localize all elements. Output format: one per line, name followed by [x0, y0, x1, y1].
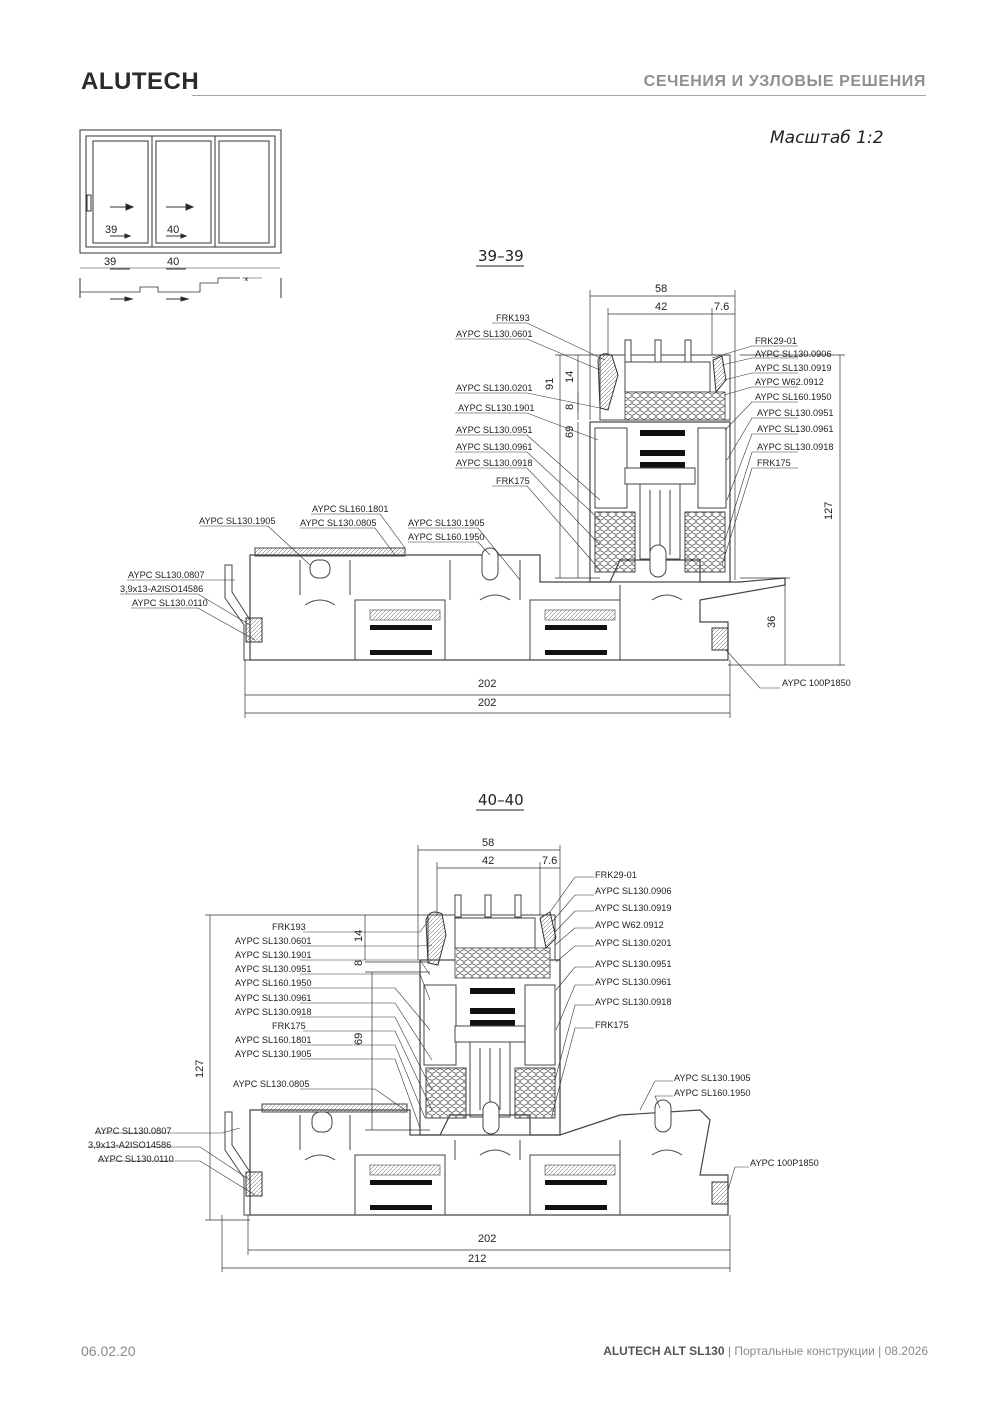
- dim-39-127: 127: [823, 502, 835, 520]
- s39-label-0919: AYPC SL130.0919: [755, 363, 831, 373]
- footer-info: ALUTECH ALT SL130 | Портальные конструкц…: [603, 1344, 928, 1358]
- s39-label-0805: AYPC SL130.0805: [300, 518, 376, 528]
- s39-label-frk175-r: FRK175: [757, 458, 791, 468]
- s39-label-0918-r: AYPC SL130.0918: [757, 442, 833, 452]
- dim-39-202-a: 202: [478, 678, 496, 690]
- s39-label-0961-r: AYPC SL130.0961: [757, 424, 833, 434]
- s40-label-0961-r: AYPC SL130.0961: [595, 977, 671, 987]
- s40-label-frk193: FRK193: [272, 922, 306, 932]
- dim-39-91: 91: [544, 378, 556, 390]
- s40-label-0201: AYPC SL130.0201: [595, 938, 671, 948]
- s40-label-1905: AYPC SL130.1905: [235, 1049, 311, 1059]
- section-40-leaders: [88, 876, 749, 1196]
- s40-label-frk175: FRK175: [272, 1021, 306, 1031]
- section-39-profiles: [224, 339, 786, 661]
- s39-label-0951-r: AYPC SL130.0951: [757, 408, 833, 418]
- s40-label-1901: AYPC SL130.1901: [235, 950, 311, 960]
- overview-mark-39b: 39: [104, 256, 116, 268]
- s40-label-100p1850: AYPC 100P1850: [750, 1158, 819, 1168]
- s40-label-0918-r: AYPC SL130.0918: [595, 997, 671, 1007]
- overview-mark-40b: 40: [167, 256, 179, 268]
- s40-label-frk175-r: FRK175: [595, 1020, 629, 1030]
- dim-39-202-b: 202: [478, 697, 496, 709]
- s39-label-1950: AYPC SL160.1950: [755, 392, 831, 402]
- s40-label-0807: AYPC SL130.0807: [95, 1126, 171, 1136]
- s39-label-0906: AYPC SL130.0906: [755, 349, 831, 359]
- section-39-dimensions: [244, 290, 845, 718]
- s40-label-w62: AYPC W62.0912: [595, 920, 664, 930]
- s40-label-1950-r: AYPC SL160.1950: [674, 1088, 750, 1098]
- dim-40-58: 58: [482, 837, 494, 849]
- s39-label-0918: AYPC SL130.0918: [456, 458, 532, 468]
- section-39-leaders: [120, 322, 798, 689]
- s39-label-0951: AYPC SL130.0951: [456, 425, 532, 435]
- s40-label-1950: AYPC SL160.1950: [235, 978, 311, 988]
- dim-40-8: 8: [353, 960, 365, 966]
- dim-40-14: 14: [353, 930, 365, 942]
- s39-label-100p1850: AYPC 100P1850: [782, 678, 851, 688]
- brand-logo: ALUTECH: [81, 68, 200, 95]
- scale-label: Масштаб 1:2: [770, 128, 884, 148]
- section-40-dimensions: [205, 845, 731, 1272]
- s40-label-0805: AYPC SL130.0805: [233, 1079, 309, 1089]
- section-40-title: 40–40: [478, 791, 524, 809]
- s39-label-0601: AYPC SL130.0601: [456, 329, 532, 339]
- page-title: СЕЧЕНИЯ И УЗЛОВЫЕ РЕШЕНИЯ: [643, 73, 926, 90]
- dim-39-58: 58: [655, 283, 667, 295]
- s40-label-1801: AYPC SL160.1801: [235, 1035, 311, 1045]
- s39-label-1950-b: AYPC SL160.1950: [408, 532, 484, 542]
- dim-40-42: 42: [482, 855, 494, 867]
- dim-40-127: 127: [194, 1060, 206, 1078]
- dim-40-69: 69: [353, 1033, 365, 1045]
- svg-text:×: ×: [244, 275, 249, 284]
- dim-39-36: 36: [766, 616, 778, 628]
- s39-label-0961: AYPC SL130.0961: [456, 442, 532, 452]
- section-39-title: 39–39: [478, 247, 524, 265]
- s39-label-frk175: FRK175: [496, 476, 530, 486]
- s40-label-0919: AYPC SL130.0919: [595, 903, 671, 913]
- overview-elevation: ×: [79, 129, 282, 302]
- dim-40-202: 202: [478, 1233, 496, 1245]
- s39-label-1801: AYPC SL160.1801: [312, 504, 388, 514]
- s40-label-0918: AYPC SL130.0918: [235, 1007, 311, 1017]
- dim-39-69: 69: [564, 426, 576, 438]
- s40-label-0601: AYPC SL130.0601: [235, 936, 311, 946]
- footer-rest: | Портальные конструкции | 08.2026: [727, 1344, 928, 1358]
- s40-label-frk29: FRK29-01: [595, 870, 637, 880]
- s39-label-0201: AYPC SL130.0201: [456, 383, 532, 393]
- dim-39-42: 42: [655, 301, 667, 313]
- dim-39-7-6: 7.6: [714, 301, 729, 313]
- dim-39-14: 14: [564, 371, 576, 383]
- dim-40-7-6: 7.6: [542, 855, 557, 867]
- s40-label-0906: AYPC SL130.0906: [595, 886, 671, 896]
- s39-label-0807: AYPC SL130.0807: [128, 570, 204, 580]
- dim-40-212: 212: [468, 1253, 486, 1265]
- s39-label-frk193: FRK193: [496, 313, 530, 323]
- footer-product: ALUTECH ALT SL130: [603, 1344, 725, 1358]
- s40-label-1905-r: AYPC SL130.1905: [674, 1073, 750, 1083]
- section-40-profiles: [224, 894, 729, 1216]
- s40-label-0961: AYPC SL130.0961: [235, 993, 311, 1003]
- s40-label-0951-r: AYPC SL130.0951: [595, 959, 671, 969]
- s39-label-w62: AYPC W62.0912: [755, 377, 824, 387]
- header-divider: [192, 95, 926, 96]
- footer-date: 06.02.20: [81, 1343, 136, 1359]
- s39-label-1905-b: AYPC SL130.1905: [408, 518, 484, 528]
- s39-label-screw: 3,9x13-A2ISO14586: [120, 584, 203, 594]
- s40-label-0110: AYPC SL130.0110: [98, 1154, 174, 1164]
- s39-label-1901: AYPC SL130.1901: [458, 403, 534, 413]
- overview-mark-39: 39: [105, 224, 117, 236]
- s40-label-0951: AYPC SL130.0951: [235, 964, 311, 974]
- s39-label-1905-a: AYPC SL130.1905: [199, 516, 275, 526]
- s39-label-0110: AYPC SL130.0110: [132, 598, 208, 608]
- s40-label-screw: 3,9x13-A2ISO14586: [88, 1140, 171, 1150]
- overview-mark-40: 40: [167, 224, 179, 236]
- dim-39-8: 8: [564, 404, 576, 410]
- s39-label-frk29: FRK29-01: [755, 336, 797, 346]
